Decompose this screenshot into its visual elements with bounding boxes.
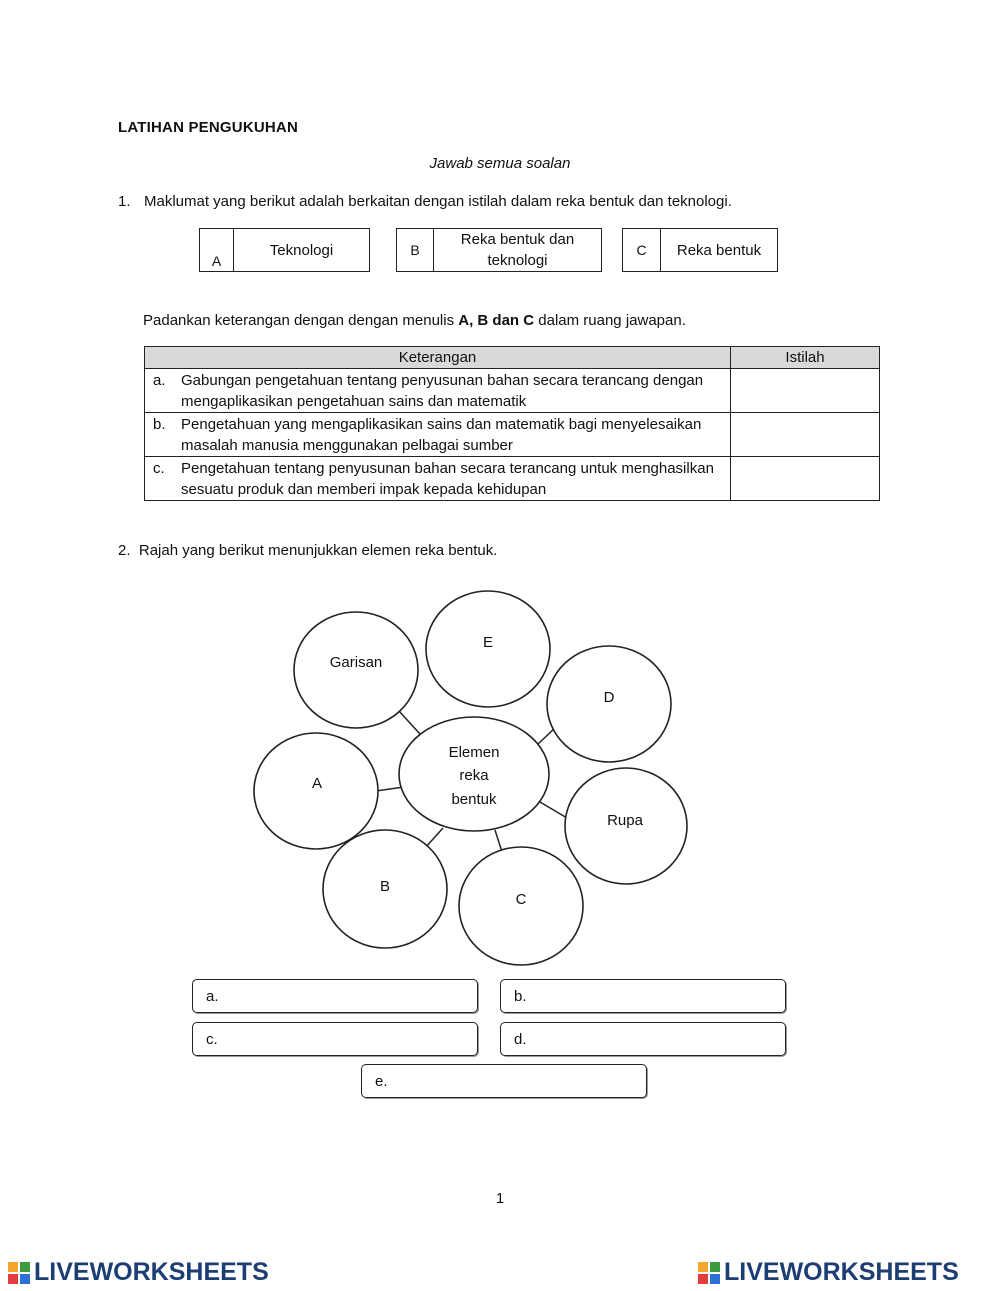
question-2: 2. Rajah yang berikut menunjukkan elemen… xyxy=(118,542,497,559)
page-subtitle: Jawab semua soalan xyxy=(429,155,571,172)
answer-box-d[interactable]: d. xyxy=(500,1022,786,1056)
table-header-row: Keterangan Istilah xyxy=(144,346,880,369)
node-garisan-circle xyxy=(293,611,419,729)
logo-blocks-icon xyxy=(8,1261,30,1284)
node-rupa-label: Rupa xyxy=(607,812,644,829)
node-e-circle xyxy=(425,590,551,708)
node-c-circle xyxy=(458,846,584,966)
row-text: Gabungan pengetahuan tentang penyusunan … xyxy=(181,372,704,410)
connector-b xyxy=(424,827,444,849)
connector-rupa xyxy=(539,801,568,819)
instruction-bold: A, B dan C xyxy=(458,312,535,329)
answer-cell-b[interactable] xyxy=(730,412,880,457)
term-name: Reka bentuk dan teknologi xyxy=(460,231,575,269)
term-letter: B xyxy=(397,229,434,271)
row-letter: b. xyxy=(153,416,166,433)
term-name: Reka bentuk xyxy=(676,241,762,259)
liveworksheets-logo-left: LIVEWORKSHEETS xyxy=(8,1258,269,1287)
header-istilah: Istilah xyxy=(730,346,880,369)
row-text: Pengetahuan yang mengaplikasikan sains d… xyxy=(181,416,702,454)
node-d-label: D xyxy=(604,689,615,706)
answer-box-a[interactable]: a. xyxy=(192,979,478,1013)
term-letter: C xyxy=(623,229,661,271)
logo-text: LIVEWORKSHEETS xyxy=(724,1258,959,1286)
node-garisan-label: Garisan xyxy=(330,654,383,671)
answer-box-c[interactable]: c. xyxy=(192,1022,478,1056)
question-1-text: Maklumat yang berikut adalah berkaitan d… xyxy=(144,193,732,210)
answer-box-b[interactable]: b. xyxy=(500,979,786,1013)
logo-text: LIVEWORKSHEETS xyxy=(34,1258,269,1286)
node-d-circle xyxy=(546,645,672,763)
center-circle xyxy=(398,716,550,832)
page-number: 1 xyxy=(495,1190,505,1207)
page-title: LATIHAN PENGUKUHAN xyxy=(118,119,298,136)
logo-blocks-icon xyxy=(698,1261,720,1284)
answer-box-label: b. xyxy=(514,987,527,1005)
answer-box-label: a. xyxy=(206,987,219,1005)
instruction-text-end: dalam ruang jawapan. xyxy=(534,312,686,329)
center-label-2: reka xyxy=(459,767,489,784)
row-letter: c. xyxy=(153,460,165,477)
description-cell: c. Pengetahuan tentang penyusunan bahan s… xyxy=(144,456,731,501)
instruction-text: Padankan keterangan dengan dengan menuli… xyxy=(143,312,459,329)
table-row: b. Pengetahuan yang mengaplikasikan sains… xyxy=(144,412,880,457)
question-1-number: 1. xyxy=(118,193,131,210)
node-rupa-circle xyxy=(564,767,688,885)
description-cell: b. Pengetahuan yang mengaplikasikan sains… xyxy=(144,412,731,457)
answer-cell-c[interactable] xyxy=(730,456,880,501)
liveworksheets-logo-right: LIVEWORKSHEETS xyxy=(698,1258,959,1287)
node-b-circle xyxy=(322,829,448,949)
connector-garisan xyxy=(397,709,421,735)
node-e-label: E xyxy=(483,634,493,651)
node-a-label: A xyxy=(312,775,322,792)
node-c-label: C xyxy=(516,891,527,908)
header-keterangan: Keterangan xyxy=(144,346,731,369)
instruction: Padankan keterangan dengan dengan menuli… xyxy=(143,312,686,329)
question-2-text: Rajah yang berikut menunjukkan elemen re… xyxy=(138,542,498,559)
term-letter: A xyxy=(200,229,234,271)
table-row: c. Pengetahuan tentang penyusunan bahan s… xyxy=(144,456,880,501)
term-box-c: C Reka bentuk xyxy=(622,228,778,272)
term-box-a: A Teknologi xyxy=(199,228,370,272)
term-name: Teknologi xyxy=(269,241,334,259)
row-text: Pengetahuan tentang penyusunan bahan sec… xyxy=(181,460,714,498)
answer-cell-a[interactable] xyxy=(730,368,880,413)
row-letter: a. xyxy=(153,372,166,389)
center-label-3: bentuk xyxy=(451,791,497,808)
matching-table: Keterangan Istilah a. Gabungan pengetahua… xyxy=(144,346,880,501)
answer-box-label: e. xyxy=(375,1072,388,1090)
node-b-label: B xyxy=(380,878,390,895)
answer-box-label: d. xyxy=(514,1030,527,1048)
node-a-circle xyxy=(253,732,379,850)
question-2-number: 2. xyxy=(118,542,131,559)
answer-box-e[interactable]: e. xyxy=(361,1064,647,1098)
answer-box-label: c. xyxy=(206,1030,218,1048)
connector-c xyxy=(494,829,503,853)
term-box-b: B Reka bentuk dan teknologi xyxy=(396,228,602,272)
center-label-1: Elemen xyxy=(449,744,500,761)
question-1: 1. Maklumat yang berikut adalah berkaitan… xyxy=(118,193,732,210)
